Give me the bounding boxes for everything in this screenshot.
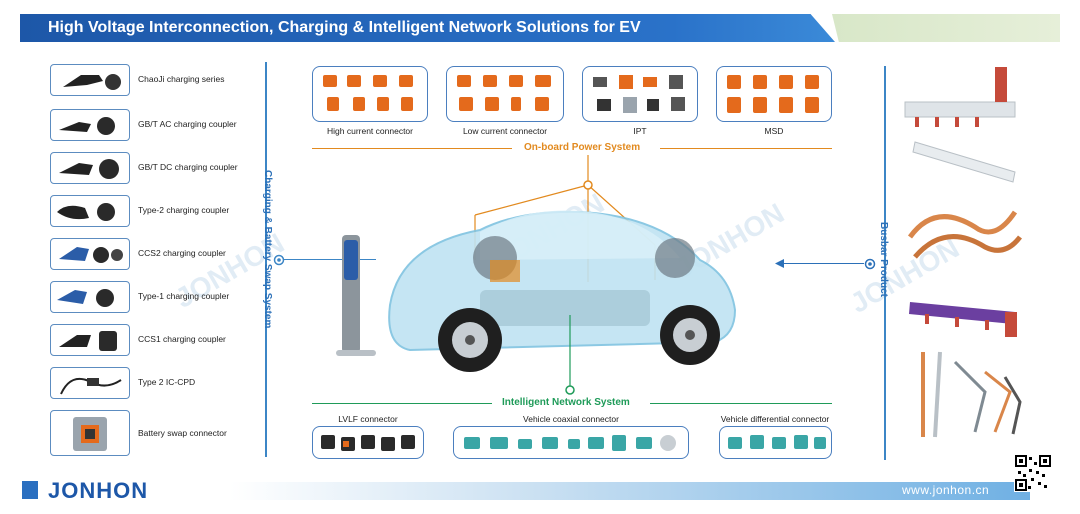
list-item[interactable]: Battery swap connector bbox=[48, 408, 263, 458]
list-item[interactable]: Type-2 charging coupler bbox=[48, 193, 263, 229]
group-label: High current connector bbox=[327, 126, 413, 136]
item-label: Battery swap connector bbox=[138, 428, 227, 438]
onboard-divider-left bbox=[312, 148, 512, 149]
brand-logo-text: JONHON bbox=[48, 478, 149, 503]
busbar-product-images bbox=[904, 67, 1022, 438]
charging-node-icon bbox=[273, 254, 285, 266]
arrow-left-icon bbox=[775, 259, 784, 268]
network-divider-right bbox=[650, 403, 832, 404]
item-label: CCS1 charging coupler bbox=[138, 334, 226, 344]
network-section-title: Intelligent Network System bbox=[502, 397, 630, 408]
page-title: High Voltage Interconnection, Charging &… bbox=[48, 19, 641, 36]
list-item[interactable]: GB/T AC charging coupler bbox=[48, 107, 263, 143]
high-current-connector-group[interactable] bbox=[312, 66, 428, 122]
battery-swap-connector-image bbox=[50, 410, 130, 456]
ev-car-illustration bbox=[336, 155, 737, 395]
group-label: Vehicle coaxial connector bbox=[523, 414, 619, 424]
msd-group[interactable] bbox=[716, 66, 832, 122]
list-item[interactable]: CCS1 charging coupler bbox=[48, 322, 263, 358]
item-label: GB/T AC charging coupler bbox=[138, 119, 237, 129]
ccs1-charger-image bbox=[50, 324, 130, 356]
group-label: MSD bbox=[764, 126, 784, 136]
charging-connector-line bbox=[284, 259, 376, 260]
website-link[interactable]: www.jonhon.cn bbox=[902, 483, 990, 497]
gbt-dc-charger-image bbox=[50, 152, 130, 184]
busbar-connector-line bbox=[782, 263, 864, 264]
item-label: Type 2 IC-CPD bbox=[138, 377, 196, 387]
list-item[interactable]: Type 2 IC-CPD bbox=[48, 365, 263, 401]
brand-logo-icon bbox=[22, 481, 38, 499]
list-item[interactable]: GB/T DC charging coupler bbox=[48, 150, 263, 186]
list-item[interactable]: Type-1 charging coupler bbox=[48, 279, 263, 315]
item-label: ChaoJi charging series bbox=[138, 74, 225, 84]
type1-charger-image bbox=[50, 281, 130, 313]
onboard-divider-right bbox=[660, 148, 832, 149]
charging-divider bbox=[265, 62, 267, 457]
header-banner: High Voltage Interconnection, Charging &… bbox=[20, 14, 835, 42]
busbar-node-icon bbox=[864, 258, 876, 270]
differential-connector-group[interactable] bbox=[719, 426, 832, 459]
low-current-connector-group[interactable] bbox=[446, 66, 564, 122]
header-accent bbox=[832, 14, 1060, 42]
coaxial-connector-group[interactable] bbox=[453, 426, 689, 459]
onboard-section-title: On-board Power System bbox=[524, 142, 641, 153]
group-label: Vehicle differential connector bbox=[720, 414, 830, 424]
group-label: IPT bbox=[633, 126, 647, 136]
footer-bar bbox=[230, 482, 1030, 500]
item-label: Type-2 charging coupler bbox=[138, 205, 230, 215]
item-label: CCS2 charging coupler bbox=[138, 248, 226, 258]
gbt-ac-charger-image bbox=[50, 109, 130, 141]
ccs2-charger-image bbox=[50, 238, 130, 270]
ic-cpd-image bbox=[50, 367, 130, 399]
busbar-divider bbox=[884, 66, 886, 460]
list-item[interactable]: CCS2 charging coupler bbox=[48, 236, 263, 272]
item-label: Type-1 charging coupler bbox=[138, 291, 230, 301]
item-label: GB/T DC charging coupler bbox=[138, 162, 238, 172]
lvlf-connector-group[interactable] bbox=[312, 426, 424, 459]
list-item[interactable]: ChaoJi charging series bbox=[48, 62, 263, 98]
chaoji-charger-image bbox=[50, 64, 130, 96]
network-divider-left bbox=[312, 403, 492, 404]
ipt-group[interactable] bbox=[582, 66, 698, 122]
charging-section-label: Charging & Battery Swap System bbox=[262, 170, 273, 329]
busbar-section-label: Busbar Product bbox=[878, 222, 889, 298]
group-label: Low current connector bbox=[462, 126, 548, 136]
qr-code-icon[interactable] bbox=[1014, 454, 1052, 492]
group-label: LVLF connector bbox=[338, 414, 398, 424]
type2-charger-image bbox=[50, 195, 130, 227]
